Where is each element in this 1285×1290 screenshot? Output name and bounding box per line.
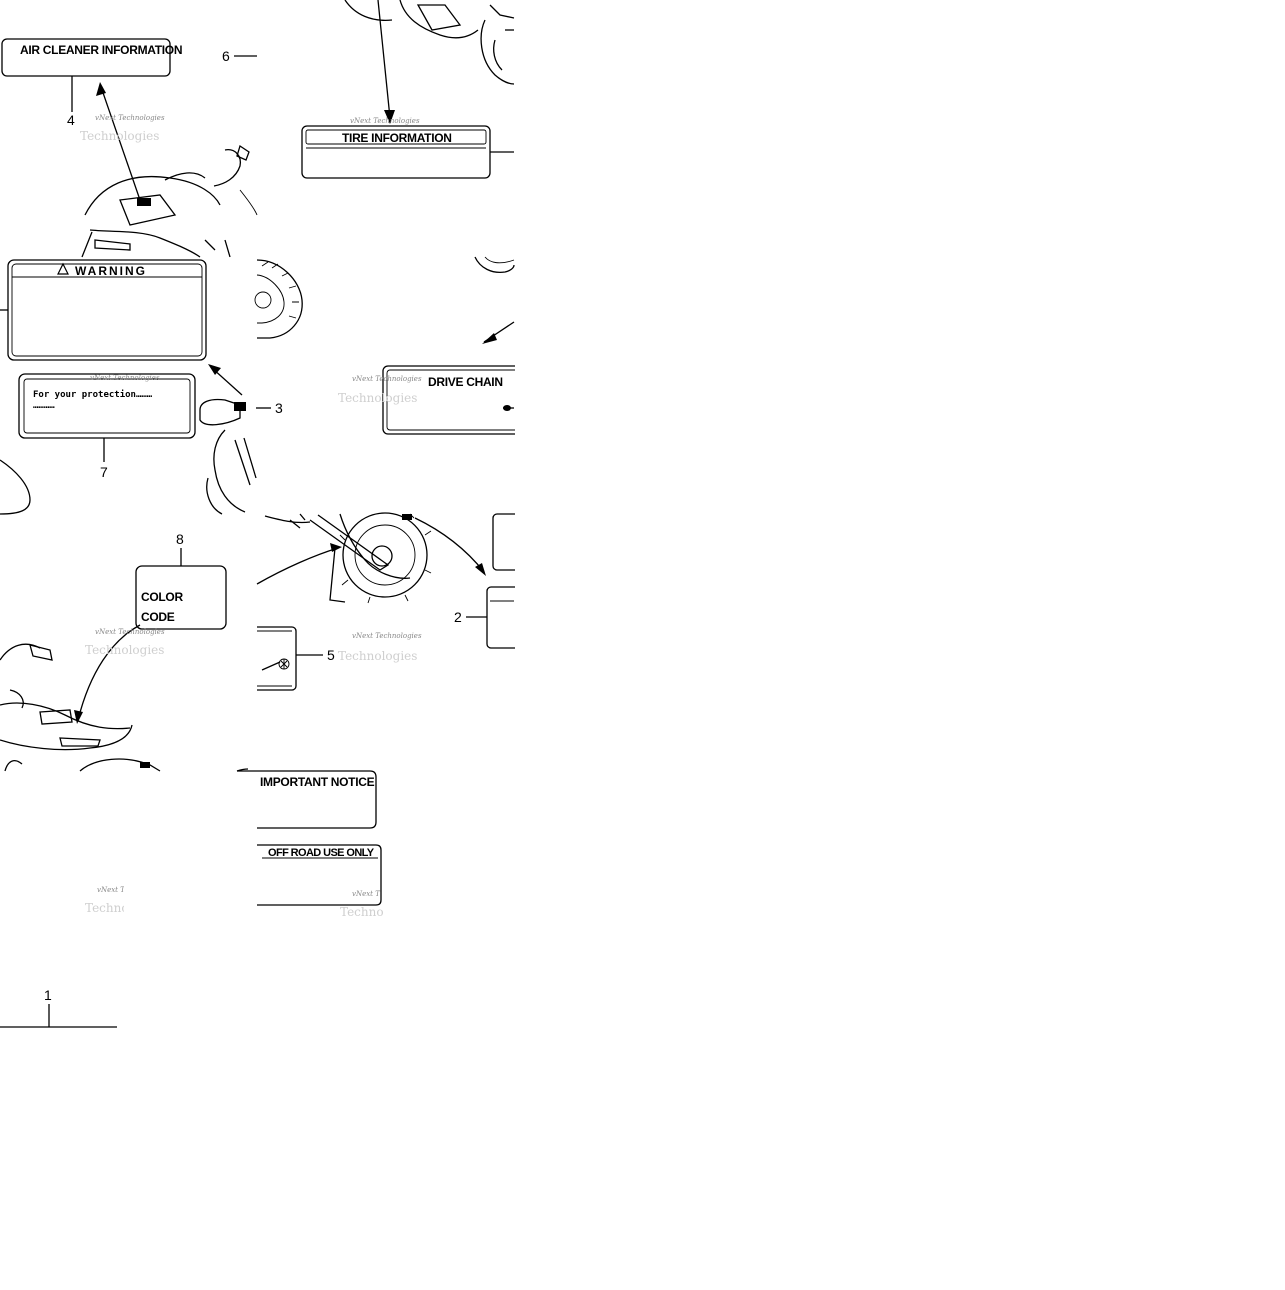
callout-6: 6 bbox=[222, 48, 230, 64]
color-code-label-box bbox=[135, 565, 227, 630]
watermark-text: vNext Technologies bbox=[350, 117, 420, 125]
air-cleaner-label-box bbox=[1, 38, 171, 77]
tile-bottom-left: 1 vNext T Technologies bbox=[0, 768, 257, 1028]
callout-7: 7 bbox=[100, 464, 108, 480]
tile-drive-chain: DRIVE CHAIN vNext Technologies Technolog… bbox=[254, 256, 535, 440]
tile-warning: WARNING For your protection……… ………… 7 3 … bbox=[0, 259, 283, 515]
important-notice-box bbox=[257, 770, 377, 829]
watermark-text: vNext Technologies bbox=[352, 632, 422, 640]
arrow-line-stand bbox=[256, 547, 339, 585]
wrench-icon bbox=[261, 661, 281, 671]
protection-label-box bbox=[18, 373, 196, 439]
arrow-line-tire bbox=[377, 0, 391, 119]
off-road-text: OFF ROAD USE ONLY bbox=[268, 847, 375, 859]
color-code-text-1: COLOR bbox=[141, 590, 183, 604]
air-cleaner-label-text: AIR CLEANER INFORMATION bbox=[20, 43, 182, 57]
arrowhead-icon bbox=[330, 543, 342, 552]
drive-chain-label-text: DRIVE CHAIN bbox=[428, 375, 503, 389]
arrowhead-icon bbox=[475, 563, 486, 576]
tile-notice: IMPORTANT NOTICE OFF ROAD USE ONLY vNext… bbox=[257, 770, 423, 920]
tire-label-text: TIRE INFORMATION bbox=[342, 131, 452, 145]
watermark-text: vNext Technologies bbox=[90, 374, 160, 382]
watermark-text: vNext Technologies bbox=[352, 375, 422, 383]
callout-1: 1 bbox=[44, 987, 52, 1003]
off-road-box bbox=[257, 844, 382, 906]
protection-label-dots: ………… bbox=[33, 401, 55, 411]
callout-4: 4 bbox=[67, 112, 75, 128]
arrowhead-icon bbox=[482, 333, 497, 344]
arrowhead-icon bbox=[384, 110, 395, 124]
protection-label-text: For your protection……… bbox=[33, 389, 153, 400]
callout-3: 3 bbox=[275, 400, 283, 416]
watermark-faint: Technologies bbox=[85, 643, 164, 657]
watermark-faint: Technologies bbox=[80, 129, 159, 143]
bike-seat-sketch bbox=[81, 144, 258, 258]
warning-label-text: WARNING bbox=[75, 264, 147, 278]
color-code-text-2: CODE bbox=[141, 610, 175, 624]
important-notice-text: IMPORTANT NOTICE bbox=[260, 775, 375, 789]
watermark-faint: Technologies bbox=[338, 649, 417, 663]
tire-label-header bbox=[305, 129, 487, 145]
callout-2: 2 bbox=[454, 609, 462, 625]
watermark-text: vNext T bbox=[97, 886, 126, 894]
arrow-line-label-2 bbox=[414, 517, 485, 573]
warning-triangle-icon bbox=[57, 262, 69, 275]
tile-swingarm: 2 5 vNext Technologies Technologies bbox=[240, 510, 535, 695]
tile-tire: TIRE INFORMATION vNext Technologies bbox=[301, 0, 515, 179]
tile-color-code: 8 COLOR CODE vNext Technologies Technolo… bbox=[0, 531, 227, 772]
bike-rear-sketch bbox=[0, 643, 161, 772]
watermark-text: vNext Technologies bbox=[95, 114, 165, 122]
arrowhead-icon bbox=[208, 364, 221, 375]
arrow-line-color-code bbox=[77, 624, 141, 721]
bike-fork-sketch bbox=[0, 398, 257, 515]
arrow-line-air-cleaner bbox=[99, 83, 141, 201]
callout-8: 8 bbox=[176, 531, 184, 547]
watermark-text: vNext Technologies bbox=[95, 628, 165, 636]
tile-air-cleaner: AIR CLEANER INFORMATION 4 6 vNext Techno… bbox=[1, 38, 258, 258]
rear-wheel-sketch bbox=[264, 512, 432, 604]
arrowhead-icon bbox=[96, 82, 106, 96]
watermark-faint: Technologies bbox=[338, 391, 417, 405]
bike-front-sketch bbox=[344, 0, 515, 85]
callout-5: 5 bbox=[327, 647, 335, 663]
watermark-text: vNext T bbox=[352, 890, 381, 898]
wheel-sketch bbox=[254, 256, 515, 339]
